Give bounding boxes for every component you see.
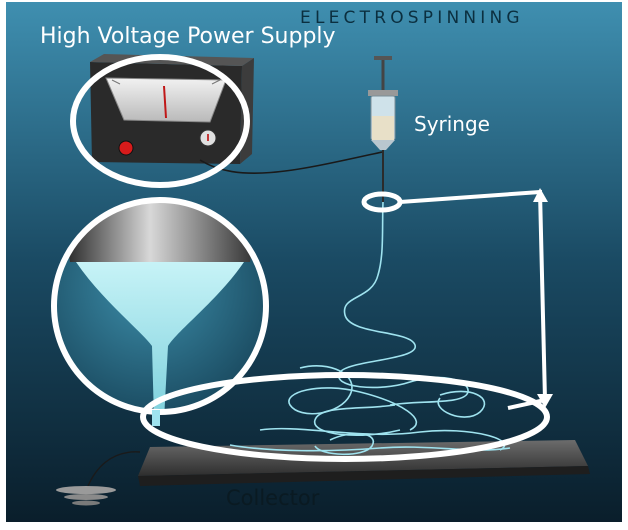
collector-label: Collector [226, 486, 320, 510]
ground-symbol [56, 451, 141, 506]
voltage-field-arrow [399, 189, 548, 410]
needle-tip-magnifier [51, 197, 269, 415]
syringe-label: Syringe [414, 112, 490, 136]
arrow-up-icon [533, 188, 548, 202]
diagram-title: ELECTROSPINNING [300, 8, 524, 28]
power-supply-highlight-ring [70, 54, 250, 188]
power-supply [90, 54, 254, 164]
collector-highlight-ring [140, 372, 550, 462]
syringe [368, 56, 398, 202]
power-supply-label: High Voltage Power Supply [40, 24, 336, 49]
arrow-down-icon [537, 394, 553, 408]
